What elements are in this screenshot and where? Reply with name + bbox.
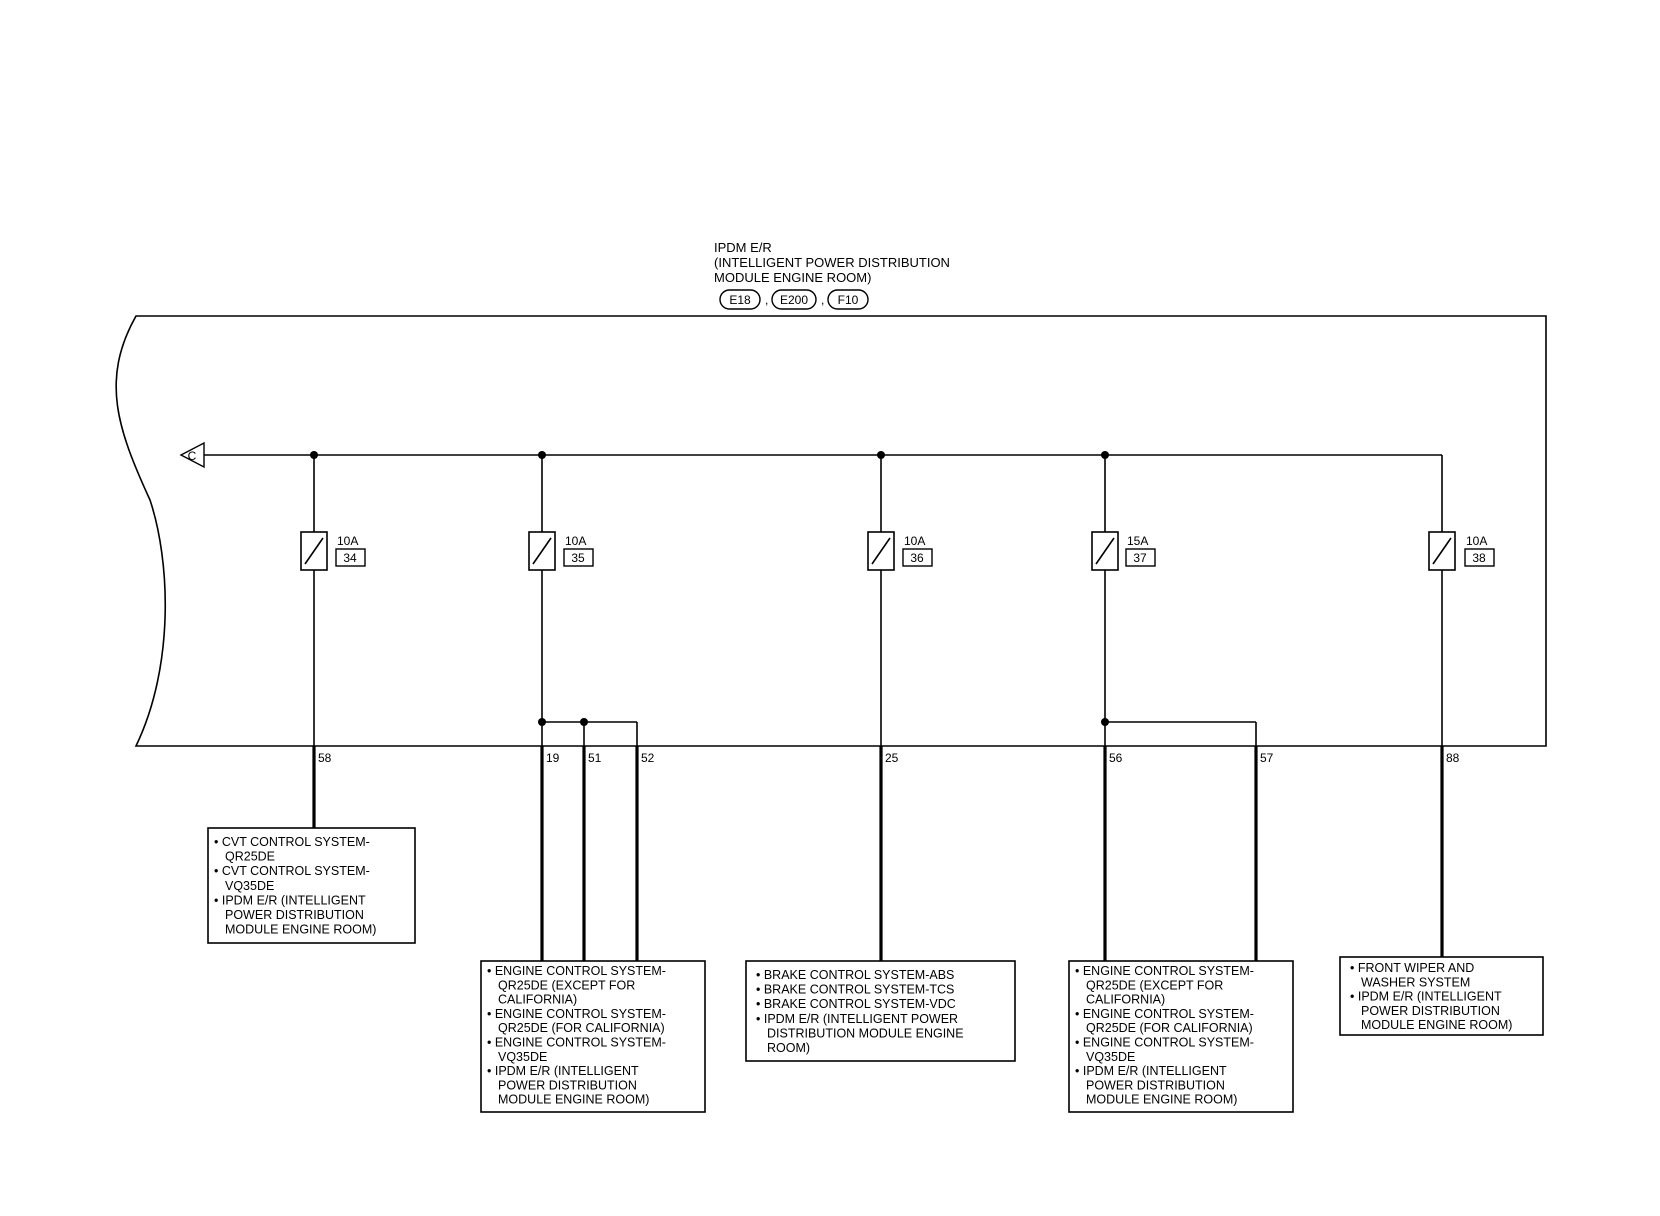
- fuse-number-box: [1125, 548, 1156, 567]
- fuse-number: 37: [1133, 551, 1147, 565]
- destination-line: QR25DE (FOR CALIFORNIA): [1086, 1021, 1253, 1035]
- destination-line: • ENGINE CONTROL SYSTEM-: [487, 1036, 666, 1050]
- destination-line: POWER DISTRIBUTION: [1086, 1078, 1225, 1092]
- destination-line: QR25DE (FOR CALIFORNIA): [498, 1021, 665, 1035]
- terminal-number: 57: [1260, 751, 1274, 765]
- destination-line: • ENGINE CONTROL SYSTEM-: [487, 964, 666, 978]
- terminal-numbers: 58 19 51 52 25 56 57 88: [318, 751, 1460, 765]
- connector-badge: E200: [771, 289, 817, 310]
- terminal-number: 51: [588, 751, 602, 765]
- destination-line: • ENGINE CONTROL SYSTEM-: [1075, 1036, 1254, 1050]
- destination-line: ROOM): [767, 1041, 810, 1055]
- connector-label: F10: [838, 293, 859, 307]
- destination-line: POWER DISTRIBUTION: [225, 908, 364, 922]
- destination-line: • IPDM E/R (INTELLIGENT: [487, 1064, 639, 1078]
- destination-line: QR25DE (EXCEPT FOR: [1086, 978, 1223, 992]
- destination-line: DISTRIBUTION MODULE ENGINE: [767, 1026, 964, 1040]
- destination-line: • IPDM E/R (INTELLIGENT: [1075, 1064, 1227, 1078]
- fuse-number: 38: [1472, 551, 1486, 565]
- destination-line: WASHER SYSTEM: [1361, 975, 1470, 989]
- destination-line: • IPDM E/R (INTELLIGENT: [214, 893, 366, 907]
- destination-line: QR25DE (EXCEPT FOR: [498, 978, 635, 992]
- fuse-number-box: [563, 548, 594, 567]
- module-title-line: MODULE ENGINE ROOM): [714, 270, 871, 285]
- destination-line: POWER DISTRIBUTION: [1361, 1004, 1500, 1018]
- fuse-number: 36: [910, 551, 924, 565]
- destination-line: • BRAKE CONTROL SYSTEM-VDC: [756, 997, 956, 1011]
- fuse-number-box: [1464, 548, 1495, 567]
- fuse-number: 35: [571, 551, 585, 565]
- destination-line: • FRONT WIPER AND: [1350, 961, 1474, 975]
- module-outline: [115, 315, 1547, 747]
- branch-fuse-36: 10A 36: [867, 455, 933, 746]
- connector-label: E200: [780, 293, 808, 307]
- branch-fuse-38: 10A 38: [1428, 455, 1495, 746]
- destination-line: MODULE ENGINE ROOM): [1361, 1018, 1512, 1032]
- destination-line: VQ35DE: [1086, 1050, 1135, 1064]
- destination-line: • CVT CONTROL SYSTEM-: [214, 864, 370, 878]
- destination-line: QR25DE: [225, 850, 275, 864]
- fuse-amperage: 10A: [337, 534, 358, 548]
- destination-line: • CVT CONTROL SYSTEM-: [214, 835, 370, 849]
- destination-line: VQ35DE: [225, 879, 274, 893]
- destination-line: MODULE ENGINE ROOM): [1086, 1093, 1237, 1107]
- fuse-number: 34: [343, 551, 357, 565]
- fuse-amperage: 10A: [904, 534, 925, 548]
- fuse-amperage: 10A: [565, 534, 586, 548]
- destination-line: CALIFORNIA): [498, 993, 577, 1007]
- branch-fuse-35: 10A 35: [528, 455, 638, 746]
- output-wires: [312, 746, 1444, 961]
- destination-line: • ENGINE CONTROL SYSTEM-: [1075, 964, 1254, 978]
- terminal-number: 88: [1446, 751, 1460, 765]
- connector-separator: ,: [821, 293, 824, 307]
- connector-separator: ,: [765, 293, 768, 307]
- connector-badge: F10: [827, 289, 869, 310]
- destination-box: • BRAKE CONTROL SYSTEM-ABS• BRAKE CONTRO…: [745, 960, 1016, 1062]
- module-title-line: (INTELLIGENT POWER DISTRIBUTION: [714, 255, 950, 270]
- power-bus: C: [179, 441, 1442, 469]
- connector-badge: E18: [719, 289, 761, 310]
- branch-fuse-34: 10A 34: [300, 455, 366, 746]
- destination-line: • ENGINE CONTROL SYSTEM-: [1075, 1007, 1254, 1021]
- destination-line: • BRAKE CONTROL SYSTEM-TCS: [756, 983, 954, 997]
- destination-line: CALIFORNIA): [1086, 993, 1165, 1007]
- destination-line: • ENGINE CONTROL SYSTEM-: [487, 1007, 666, 1021]
- connector-ref-label: C: [188, 449, 197, 463]
- connector-badges: E18 , E200 , F10: [719, 289, 869, 310]
- terminal-number: 19: [546, 751, 560, 765]
- fuse-number-box: [902, 548, 933, 567]
- destination-line: • IPDM E/R (INTELLIGENT POWER: [756, 1012, 958, 1026]
- fuse-amperage: 10A: [1466, 534, 1487, 548]
- destination-box: • CVT CONTROL SYSTEM-QR25DE• CVT CONTROL…: [207, 827, 416, 944]
- destination-line: • IPDM E/R (INTELLIGENT: [1350, 990, 1502, 1004]
- destination-line: • BRAKE CONTROL SYSTEM-ABS: [756, 968, 954, 982]
- terminal-number: 56: [1109, 751, 1123, 765]
- module-title-line: IPDM E/R: [714, 240, 772, 255]
- branch-fuse-37: 15A 37: [1091, 455, 1257, 746]
- fuse-number-box: [335, 548, 366, 567]
- destination-line: MODULE ENGINE ROOM): [225, 923, 376, 937]
- connector-label: E18: [729, 293, 751, 307]
- module-title: IPDM E/R (INTELLIGENT POWER DISTRIBUTION…: [714, 240, 950, 285]
- terminal-number: 52: [641, 751, 655, 765]
- destination-line: MODULE ENGINE ROOM): [498, 1093, 649, 1107]
- terminal-number: 58: [318, 751, 332, 765]
- destination-line: VQ35DE: [498, 1050, 547, 1064]
- destination-box: • ENGINE CONTROL SYSTEM-QR25DE (EXCEPT F…: [480, 960, 706, 1113]
- destination-box: • ENGINE CONTROL SYSTEM-QR25DE (EXCEPT F…: [1068, 960, 1294, 1113]
- fuse-amperage: 15A: [1127, 534, 1148, 548]
- terminal-number: 25: [885, 751, 899, 765]
- destination-line: POWER DISTRIBUTION: [498, 1078, 637, 1092]
